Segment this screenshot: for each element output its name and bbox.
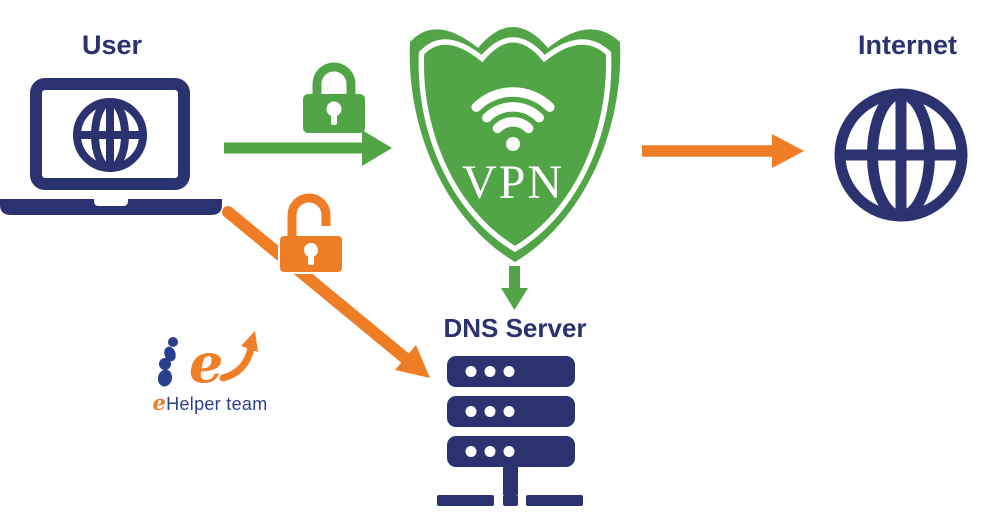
vpn-label: VPN <box>462 156 564 209</box>
wifi-dot <box>506 137 520 151</box>
internet-globe-icon <box>834 88 968 222</box>
laptop-icon <box>0 78 222 215</box>
ehelper-logo-text: eHelper team <box>140 390 280 415</box>
dns-server-icon <box>437 356 583 506</box>
user-to-vpn-arrow <box>224 130 392 166</box>
vpn-to-dns-arrow <box>501 266 528 310</box>
user-to-dns-arrow <box>222 206 430 378</box>
people-icon <box>157 337 178 387</box>
logo-text-rest: Helper team <box>166 394 268 414</box>
logo-arrow-icon <box>219 331 258 382</box>
internet-label: Internet <box>857 30 957 60</box>
user-label: User <box>81 30 143 60</box>
vpn-shield-icon: VPN <box>409 27 621 262</box>
ehelper-logo: e eHelper team <box>140 330 280 415</box>
logo-e-glyph: e <box>189 331 223 388</box>
logo-text-e: e <box>152 390 167 415</box>
wifi-icon <box>471 87 555 134</box>
ehelper-logo-mark: e <box>157 331 258 388</box>
closed-padlock-icon <box>303 62 365 133</box>
vpn-to-internet-arrow <box>642 134 804 168</box>
globe-screen-icon <box>73 98 147 172</box>
open-padlock-icon <box>278 190 347 274</box>
dns-server-label: DNS Server <box>443 313 587 343</box>
